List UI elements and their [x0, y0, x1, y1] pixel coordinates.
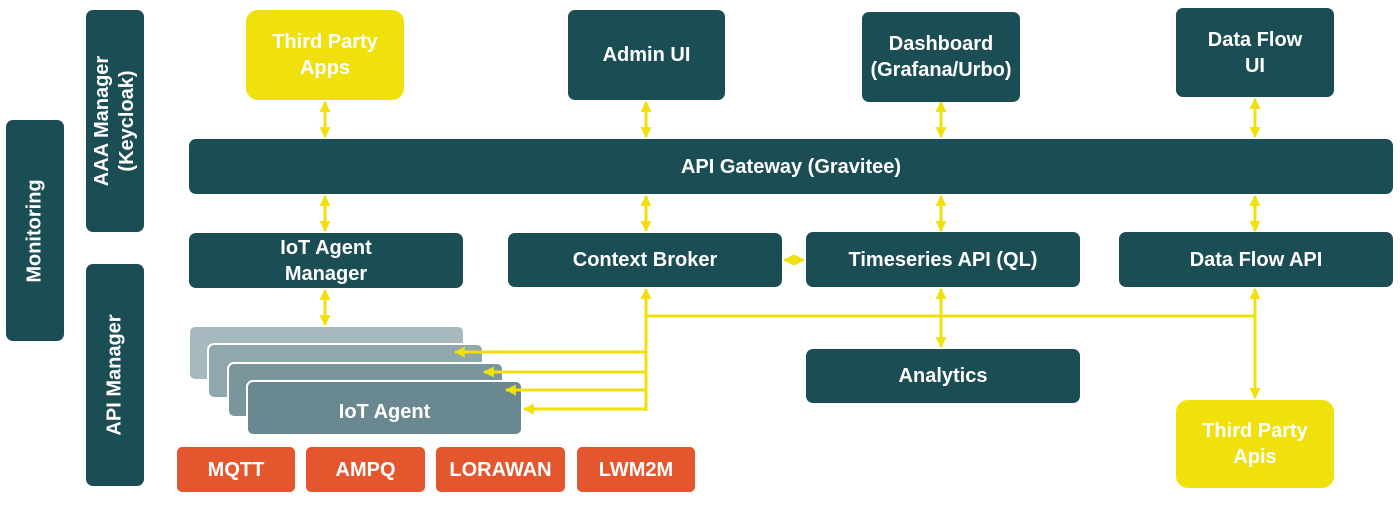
api-gateway-bar: API Gateway (Gravitee): [189, 139, 1393, 194]
protocol-ampq: AMPQ: [306, 447, 425, 492]
monitoring-bar: Monitoring: [6, 120, 64, 341]
aaa-manager-label: AAA Manager (Keycloak): [90, 56, 140, 186]
monitoring-label: Monitoring: [23, 178, 46, 283]
protocol-mqtt: MQTT: [177, 447, 295, 492]
iot-agent-card: IoT Agent: [246, 380, 523, 436]
aaa-manager-title: AAA Manager: [91, 55, 113, 187]
dashboard-box: Dashboard (Grafana/Urbo): [862, 12, 1020, 102]
timeseries-api-box: Timeseries API (QL): [806, 232, 1080, 287]
context-broker-box: Context Broker: [508, 233, 782, 287]
third-party-apps-box: Third Party Apps: [246, 10, 404, 100]
analytics-box: Analytics: [806, 349, 1080, 403]
data-flow-api-box: Data Flow API: [1119, 232, 1393, 287]
protocol-lwm2m: LWM2M: [577, 447, 695, 492]
data-flow-ui-box: Data Flow UI: [1176, 8, 1334, 97]
aaa-manager-subtitle: (Keycloak): [116, 70, 138, 172]
protocol-lorawan: LORAWAN: [436, 447, 565, 492]
iot-agent-manager-box: IoT Agent Manager: [189, 233, 463, 288]
aaa-manager-bar: AAA Manager (Keycloak): [86, 10, 144, 232]
api-manager-bar: API Manager: [86, 264, 144, 486]
admin-ui-box: Admin UI: [568, 10, 725, 100]
api-manager-label: API Manager: [103, 314, 126, 436]
third-party-apis-box: Third Party Apis: [1176, 400, 1334, 488]
